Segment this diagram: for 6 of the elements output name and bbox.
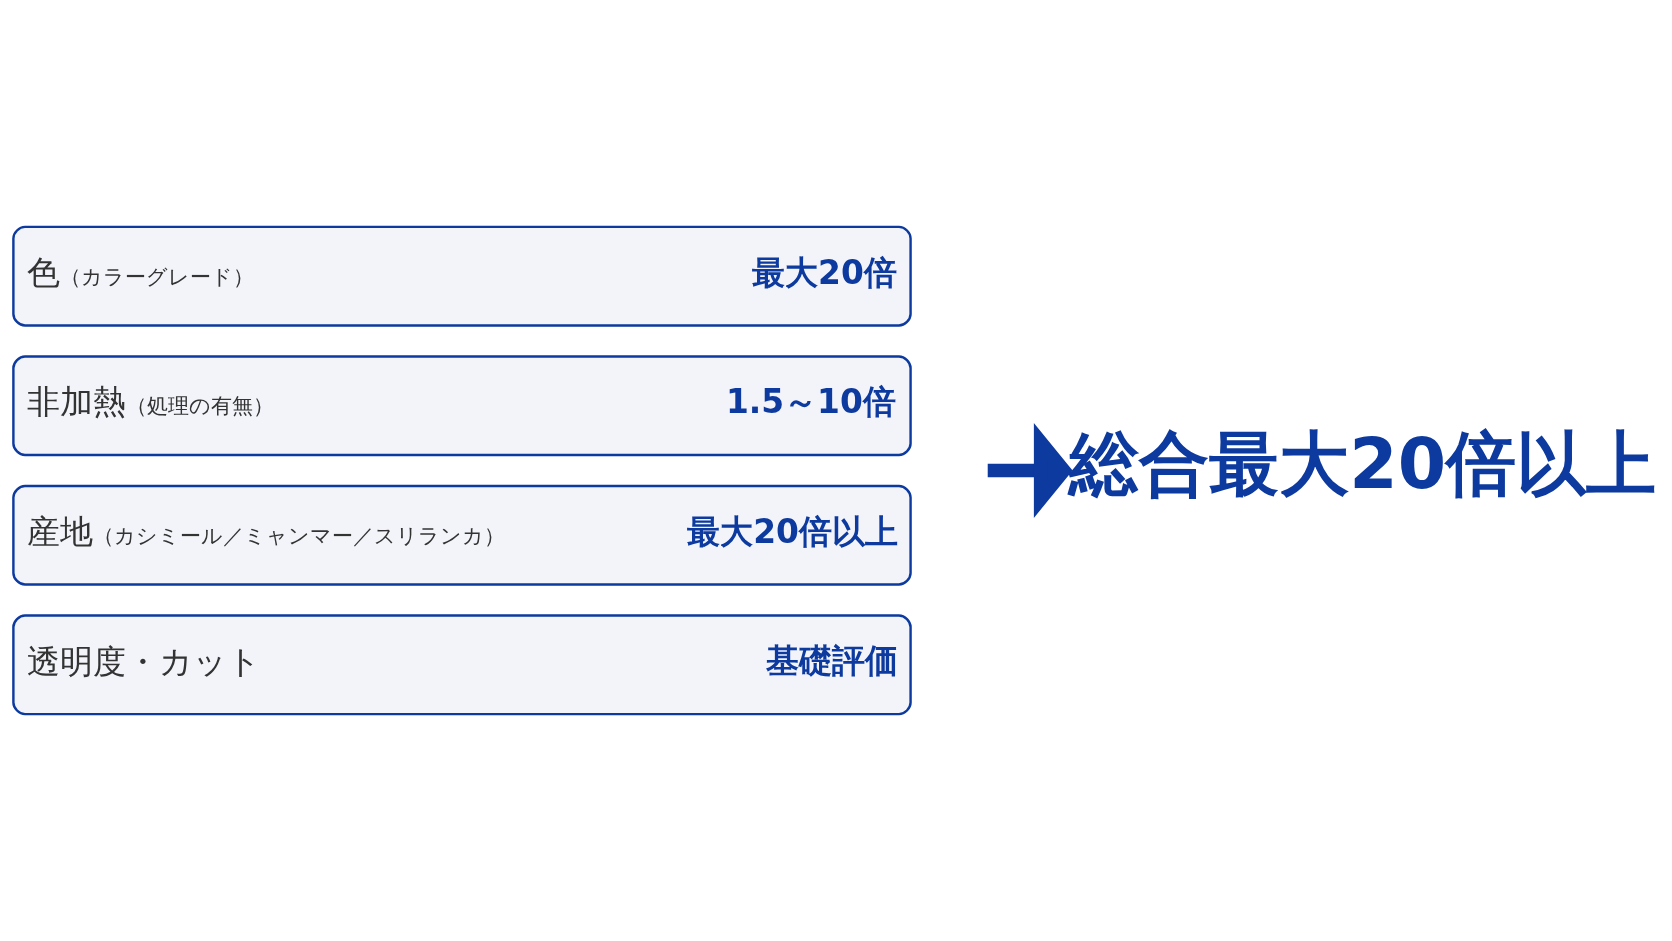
node-box: 非加熱（処理の有無） 1.5～10倍 — [12, 355, 912, 457]
node-text: 総合最大20倍以上 — [1069, 422, 1657, 504]
node-box: 色（カラーグレード） 最大20倍 — [12, 225, 912, 327]
node-box: 透明度・カット 基礎評価 — [12, 614, 912, 716]
node-box: 産地（カシミール／ミャンマー／スリランカ） 最大20倍以上 — [12, 484, 912, 586]
arrow — [987, 423, 1073, 518]
